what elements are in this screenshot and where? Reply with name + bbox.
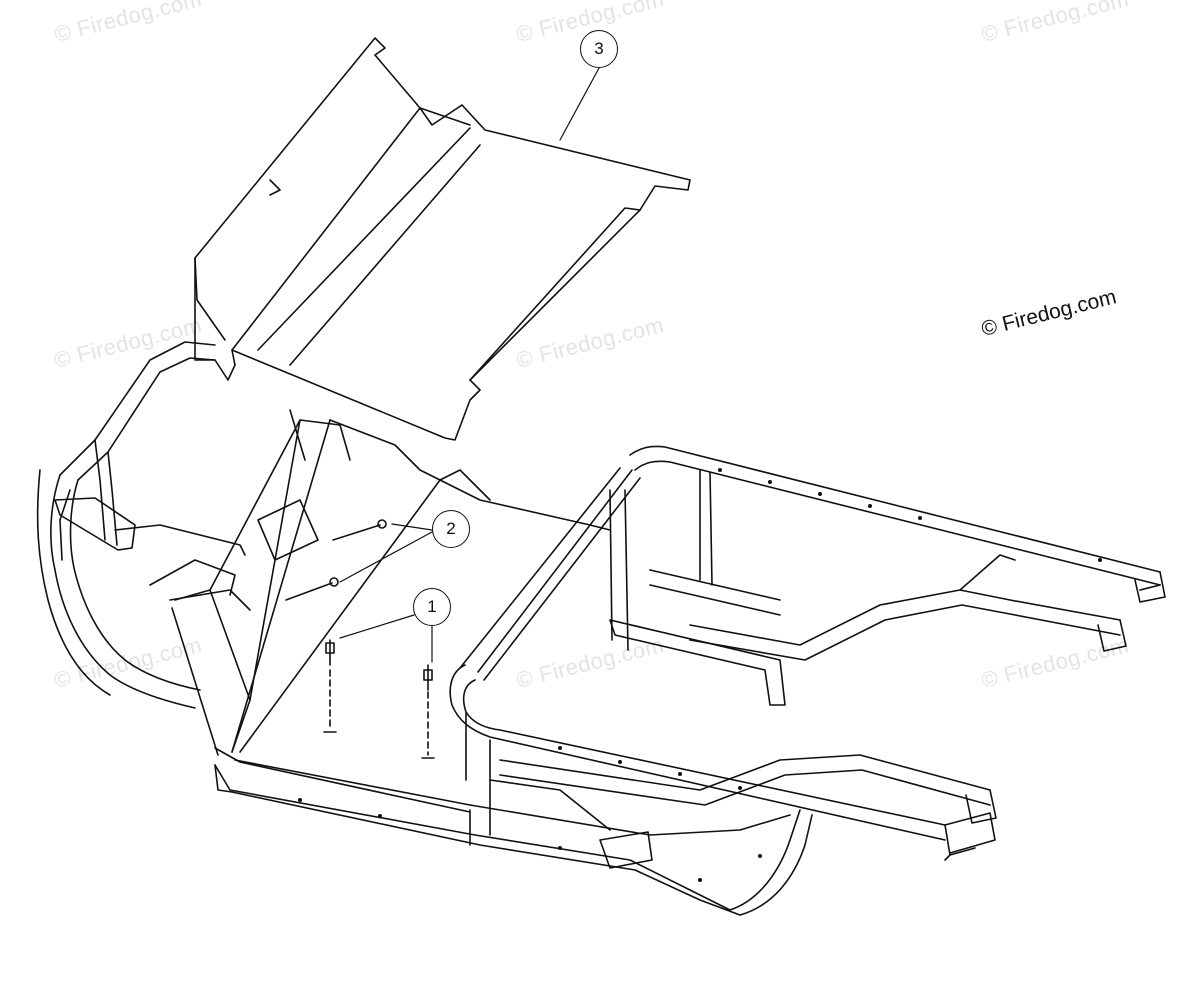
shield-panel xyxy=(194,37,691,441)
callout-part-2: 2 xyxy=(432,510,470,548)
callout-label: 1 xyxy=(427,597,437,616)
callout-part-3: 3 xyxy=(580,30,618,68)
rear-frame-loop xyxy=(36,341,216,709)
right-side-rails xyxy=(459,445,1166,836)
center-bracket xyxy=(609,569,786,706)
callout-label: 3 xyxy=(594,39,604,58)
fasteners xyxy=(285,519,435,759)
front-frame xyxy=(214,764,813,916)
rivet-holes xyxy=(298,468,1102,882)
rear-bracket xyxy=(54,497,251,611)
right-cross-rail xyxy=(689,469,1127,661)
lower-rail xyxy=(499,754,997,824)
floor-pan xyxy=(171,409,611,813)
leader-lines xyxy=(339,67,600,663)
callout-label: 2 xyxy=(446,519,456,538)
callout-part-1: 1 xyxy=(413,588,451,626)
